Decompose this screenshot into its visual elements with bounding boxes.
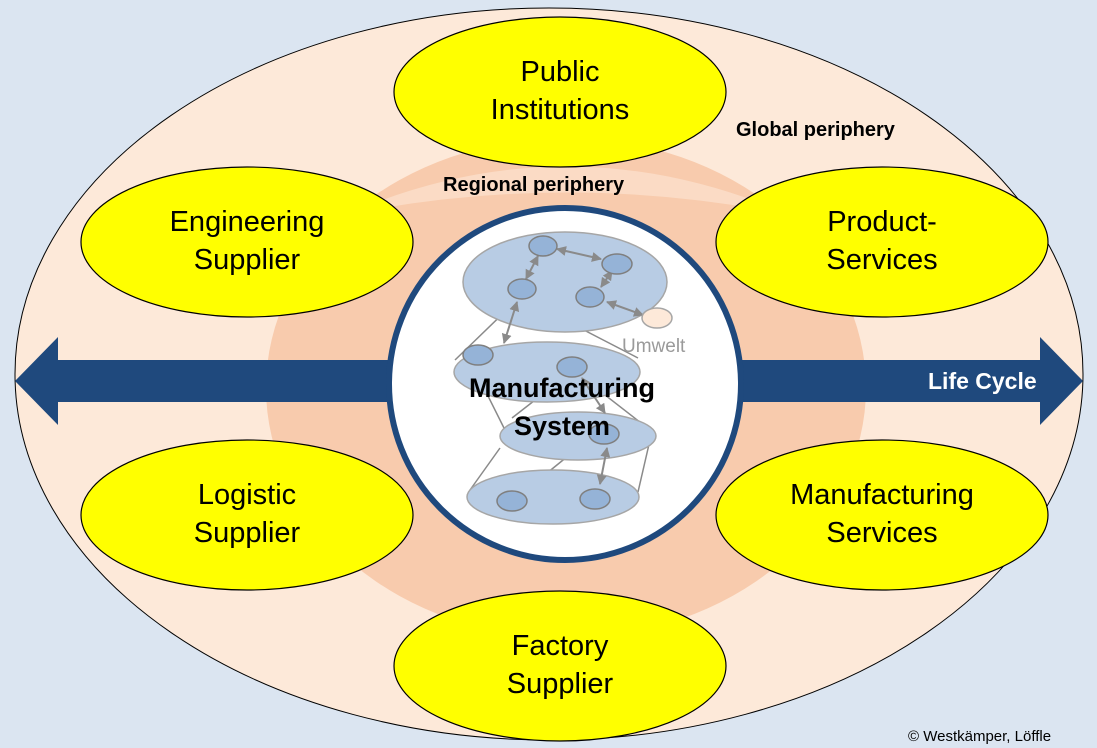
node-label-factory-supplier: Factory Supplier xyxy=(430,627,690,703)
node-logistic-supplier xyxy=(80,439,414,591)
life-cycle-label: Life Cycle xyxy=(928,368,1037,394)
subsystem-node xyxy=(556,356,588,378)
node-label-product-services: Product- Services xyxy=(752,203,1012,279)
center-label-line: Manufacturing xyxy=(469,373,655,403)
environment-node xyxy=(641,307,673,329)
copyright-text: © Westkämper, Löffle xyxy=(908,728,1052,745)
subsystem-node xyxy=(507,278,537,300)
node-engineering-supplier xyxy=(80,166,414,318)
subsystem-node xyxy=(462,344,494,366)
global-periphery-label: Global periphery xyxy=(736,119,895,141)
node-label-line: Factory xyxy=(511,630,609,662)
subsystem-level-4 xyxy=(466,469,640,525)
node-label-line: Services xyxy=(826,517,938,549)
regional-periphery-label: Regional periphery xyxy=(443,174,625,196)
node-label-line: Public xyxy=(520,56,600,88)
node-label-line: Product- xyxy=(827,206,937,238)
node-label-manufacturing-services: Manufacturing Services xyxy=(752,476,1012,552)
node-label-line: Institutions xyxy=(490,94,630,126)
subsystem-level-1 xyxy=(462,231,668,333)
subsystem-node xyxy=(601,253,633,275)
subsystem-levels xyxy=(453,231,673,525)
node-manufacturing-services xyxy=(715,439,1049,591)
node-label-engineering-supplier: Engineering Supplier xyxy=(117,203,377,279)
subsystem-node xyxy=(528,235,558,257)
node-label-line: Manufacturing xyxy=(790,479,974,511)
umwelt-label: Umwelt xyxy=(622,336,686,357)
subsystem-node xyxy=(496,490,528,512)
subsystem-node xyxy=(579,488,611,510)
node-label-line: Services xyxy=(826,244,938,276)
subsystem-node xyxy=(575,286,605,308)
node-label-line: Logistic xyxy=(197,479,297,511)
node-factory-supplier xyxy=(393,590,727,742)
node-label-public-institutions: Public Institutions xyxy=(430,53,690,129)
subsystem-node xyxy=(588,423,620,445)
node-label-line: Engineering xyxy=(169,206,325,238)
node-label-line: Supplier xyxy=(193,244,301,276)
subsystem-level-3 xyxy=(499,411,657,461)
manufacturing-system-label: Manufacturing System xyxy=(432,369,692,445)
node-product-services xyxy=(715,166,1049,318)
node-label-line: Supplier xyxy=(193,517,301,549)
regional-periphery-top-band xyxy=(345,166,790,215)
node-label-line: Supplier xyxy=(506,668,614,700)
center-label-line: System xyxy=(513,411,611,441)
node-public-institutions xyxy=(393,16,727,168)
node-label-logistic-supplier: Logistic Supplier xyxy=(117,476,377,552)
